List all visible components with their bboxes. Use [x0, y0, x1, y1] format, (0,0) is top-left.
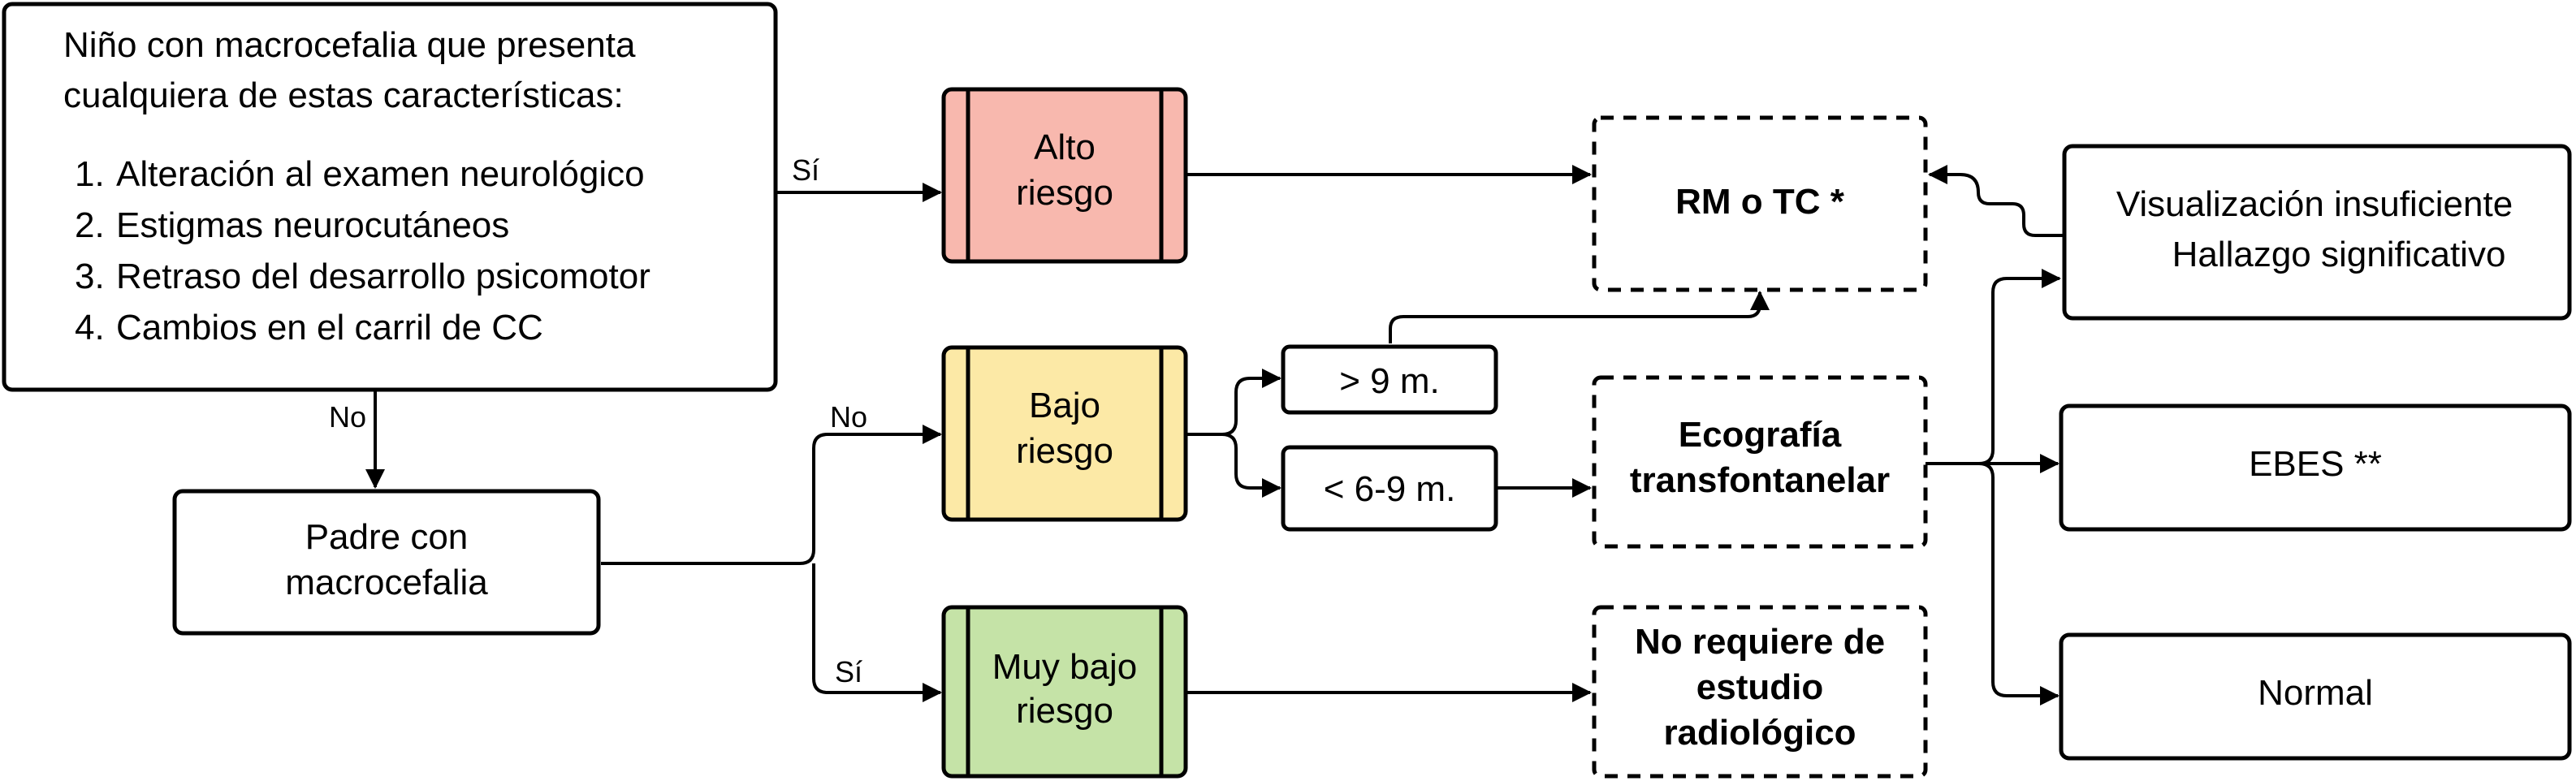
- criteria-node: Niño con macrocefalia que presenta cualq…: [2, 2, 778, 392]
- criteria-item-2: Estigmas neurocutáneos: [116, 205, 509, 245]
- edge-mayor9-to-rm: [1389, 291, 1770, 343]
- alto-riesgo-node: Alto riesgo: [941, 87, 1188, 264]
- visualizacion-line-2: Hallazgo significativo: [2172, 235, 2506, 274]
- muy-bajo-riesgo-node: Muy bajo riesgo: [941, 605, 1188, 779]
- criteria-item-4: Cambios en el carril de CC: [116, 308, 543, 347]
- criteria-item-3: Retraso del desarrollo psicomotor: [116, 257, 650, 296]
- normal-label: Normal: [2258, 673, 2373, 713]
- criteria-intro-2: cualquiera de estas características:: [63, 76, 624, 115]
- ebes-label: EBES **: [2249, 444, 2382, 484]
- visualizacion-line-1: Visualización insuficiente: [2116, 184, 2513, 224]
- criteria-item-2-number: 2.: [75, 205, 105, 245]
- mayor-9m-label: > 9 m.: [1339, 361, 1440, 401]
- no-requiere-node: No requiere de estudio radiológico: [1592, 605, 1928, 779]
- muy-bajo-riesgo-line-2: riesgo: [1016, 691, 1113, 731]
- muy-bajo-riesgo-line-1: Muy bajo: [992, 647, 1138, 687]
- edge-eco-to-visualizacion: [1925, 269, 2061, 465]
- edge-visualizacion-to-rm: [1928, 165, 2063, 237]
- rm-tc-label: RM o TC *: [1675, 182, 1845, 222]
- edge-eco-to-normal: [1978, 462, 2060, 705]
- edge-bajo-to-mayor9: [1186, 369, 1282, 436]
- criteria-intro-1: Niño con macrocefalia que presenta: [63, 25, 636, 65]
- criteria-item-1: Alteración al examen neurológico: [116, 154, 645, 194]
- bajo-riesgo-line-1: Bajo: [1029, 386, 1100, 425]
- padre-node: Padre con macrocefalia: [172, 489, 601, 636]
- edge-bajo-to-menor69: [1221, 433, 1282, 498]
- ecografia-line-2: transfontanelar: [1630, 460, 1890, 500]
- menor-6-9m-node: < 6-9 m.: [1281, 445, 1498, 532]
- ecografia-line-1: Ecografía: [1679, 415, 1842, 455]
- edge-label-no-down: No: [329, 400, 366, 434]
- criteria-item-3-number: 3.: [75, 257, 105, 296]
- padre-line-1: Padre con: [305, 517, 469, 557]
- alto-riesgo-line-1: Alto: [1034, 127, 1096, 167]
- alto-riesgo-line-2: riesgo: [1016, 173, 1113, 213]
- edge-label-si-branch: Sí: [835, 655, 862, 688]
- no-requiere-line-1: No requiere de: [1635, 622, 1885, 662]
- bajo-riesgo-node: Bajo riesgo: [941, 345, 1188, 522]
- ebes-node: EBES **: [2059, 403, 2572, 532]
- no-requiere-line-3: radiológico: [1663, 713, 1856, 753]
- edges: [365, 165, 2063, 705]
- criteria-item-1-number: 1.: [75, 154, 105, 194]
- padre-line-2: macrocefalia: [285, 563, 488, 602]
- normal-node: Normal: [2059, 632, 2572, 761]
- edge-label-si-top: Sí: [792, 153, 819, 187]
- mayor-9m-node: > 9 m.: [1281, 344, 1498, 415]
- bajo-riesgo-line-2: riesgo: [1016, 431, 1113, 471]
- rm-tc-node: RM o TC *: [1592, 115, 1928, 292]
- edge-padre-to-bajo: [601, 425, 942, 565]
- menor-6-9m-label: < 6-9 m.: [1324, 469, 1456, 509]
- visualizacion-node: Visualización insuficiente Hallazgo sign…: [2062, 144, 2572, 321]
- criteria-item-4-number: 4.: [75, 308, 105, 347]
- edge-label-no-branch: No: [830, 400, 867, 434]
- edge-padre-to-muy-bajo: [812, 563, 942, 702]
- ecografia-node: Ecografía transfontanelar: [1592, 375, 1928, 549]
- no-requiere-line-2: estudio: [1696, 667, 1823, 707]
